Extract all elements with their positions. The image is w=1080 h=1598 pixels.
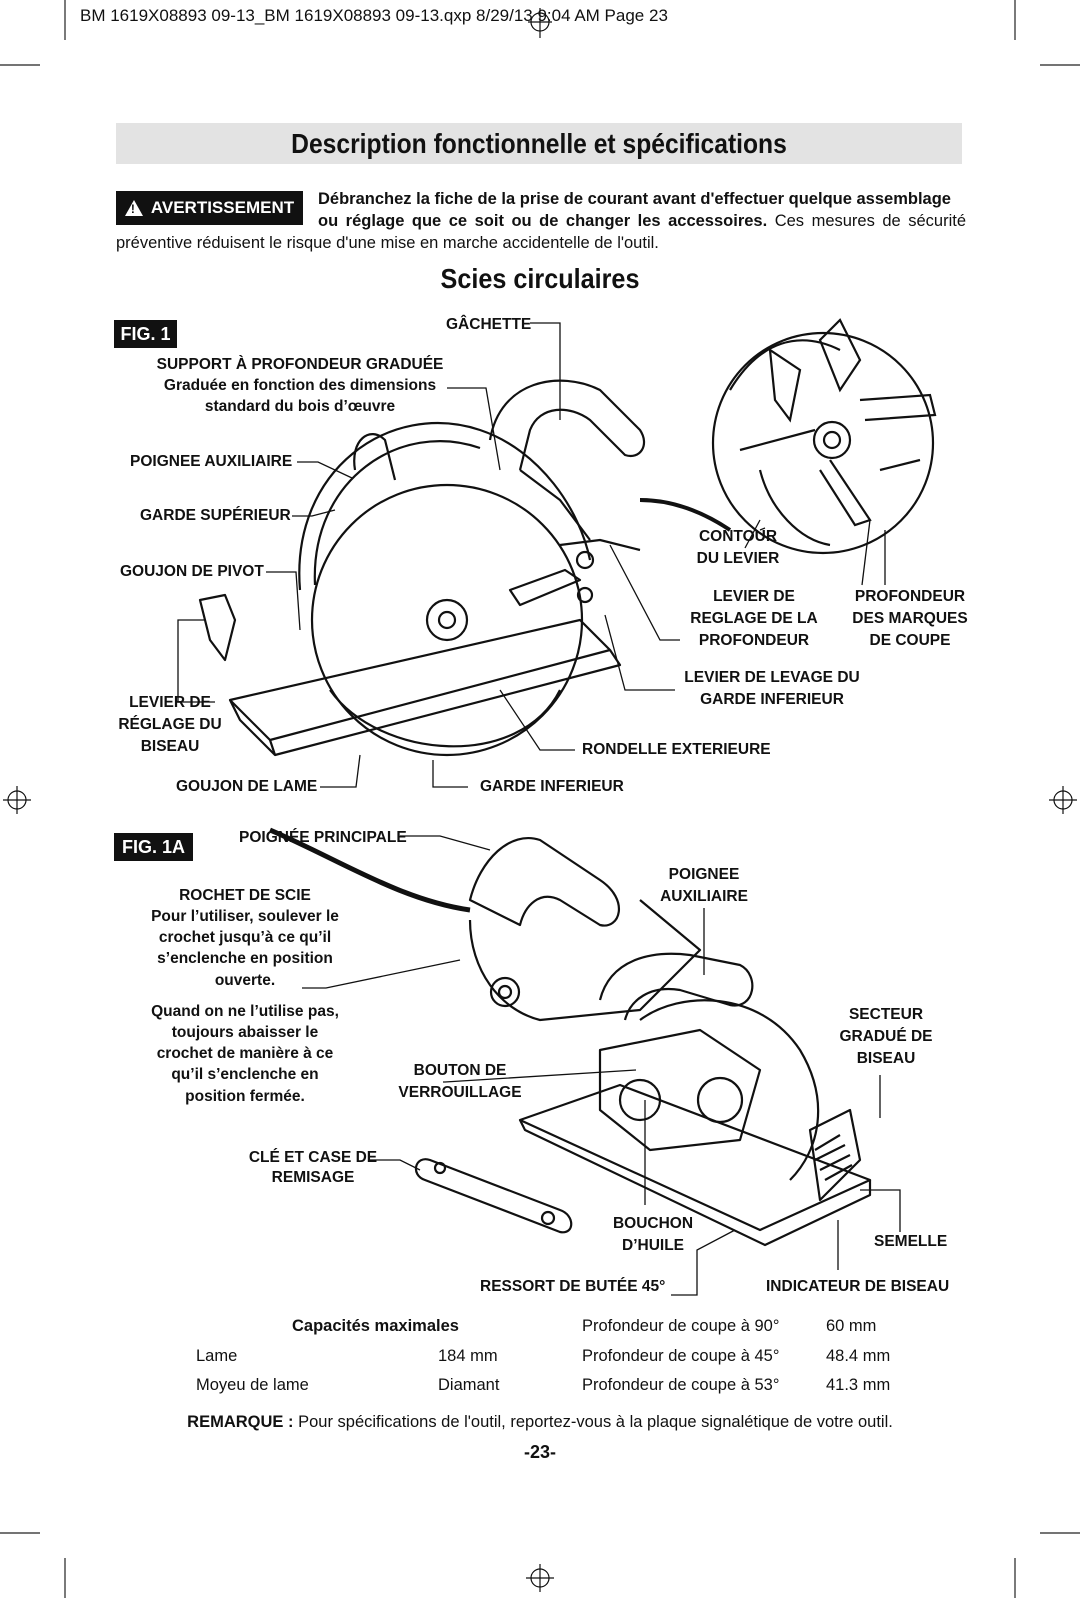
fig1a-tag: FIG. 1A [114,833,193,861]
label-bevel-lever-2: RÉGLAGE DU [118,716,222,733]
remark-label: REMARQUE : [187,1413,294,1431]
title-bar [116,123,962,164]
label-wrench-storage-2: REMISAGE [271,1169,355,1186]
label-when-not-used-5: position fermée. [185,1088,305,1105]
capacity-depth-45-value: 48.4 mm [826,1347,891,1365]
label-lock-button-2: VERROUILLAGE [398,1084,522,1101]
label-bevel-scale-1: SECTEUR [848,1006,924,1023]
label-saw-hook-3: s’enclenche en position [157,950,333,967]
label-pivot-stud: GOUJON DE PIVOT [120,563,264,580]
label-lower-guard: GARDE INFERIEUR [480,778,624,795]
label-45-stop-spring: RESSORT DE BUTÉE 45° [480,1278,666,1295]
warning-badge: AVERTISSEMENT [116,191,303,225]
label-support-depth-3: standard du bois d’œuvre [204,398,396,415]
print-header: BM 1619X08893 09-13_BM 1619X08893 09-13.… [80,6,668,25]
label-bevel-lever-3: BISEAU [140,738,200,755]
label-depth-marks-1: PROFONDEUR [854,588,966,605]
label-oil-plug-1: BOUCHON [612,1215,694,1232]
label-depth-lever-1: LEVIER DE [713,588,795,605]
aux-handle-shape [353,433,397,481]
label-wrench-storage-1: CLÉ ET CASE DE [248,1149,378,1166]
label-depth-marks-2: DES MARQUES [852,610,968,627]
label-lift-lever-2: GARDE INFERIEUR [700,691,844,708]
warning-line-3: préventive réduisent le risque d'une mis… [116,234,659,252]
label-gachette: GÂCHETTE [446,316,532,333]
registration-mark-top [528,8,552,38]
warning-icon [124,200,143,216]
label-bevel-scale-2: GRADUÉ DE [839,1028,933,1045]
label-aux-handle: POIGNEE AUXILIAIRE [130,453,293,470]
capacity-blade-value: 184 mm [438,1347,498,1365]
label-lock-button-1: BOUTON DE [413,1062,507,1079]
detail-inset [711,331,935,555]
remark-text: Pour spécifications de l'outil, reportez… [293,1413,893,1431]
label-support-depth-2: Graduée en fonction des dimensions [163,377,437,394]
bevel-quadrant [808,1108,862,1202]
warning-line-2-bold: ou réglage que ce soit ou de changer les… [318,212,768,230]
capacity-depth-53-value: 41.3 mm [826,1376,891,1394]
label-shoe: SEMELLE [874,1233,948,1250]
capacity-depth-90-value: 60 mm [826,1317,877,1335]
warning-line-2: ou réglage que ce soit ou de changer les… [318,212,966,231]
capacity-arbor-label: Moyeu de lame [196,1376,309,1394]
capacity-depth-45-label: Profondeur de coupe à 45° [582,1347,780,1365]
blade-circle [310,483,584,757]
label-oil-plug-2: D’HUILE [622,1237,684,1254]
warning-line-2-rest: Ces mesures de sécurité [767,212,967,230]
power-cord [269,827,471,913]
label-support-depth: SUPPORT À PROFONDEUR GRADUÉE [156,356,444,373]
upper-guard-1a [639,999,820,1181]
registration-mark-left [3,786,31,814]
label-when-not-used-3: crochet de manière à ce [156,1045,334,1062]
label-saw-hook: ROCHET DE SCIE [179,887,311,904]
warning-line-1: Débranchez la fiche de la prise de coura… [318,190,951,208]
aux-handle-1a [598,952,754,1021]
capacity-arbor-value: Diamant [438,1376,500,1394]
main-handle-shape [488,379,646,471]
label-main-handle: POIGNÉE PRINCIPALE [239,829,407,846]
remark: REMARQUE : Pour spécifications de l'outi… [0,1413,1080,1432]
capacity-depth-53-label: Profondeur de coupe à 53° [582,1376,780,1394]
label-depth-lever-3: PROFONDEUR [698,632,810,649]
label-bevel-lever-1: LEVIER DE [129,694,211,711]
label-aux-handle-1a-1: POIGNEE [668,866,740,883]
label-lever-contour-2: DU LEVIER [696,550,780,567]
capacities-heading: Capacités maximales [292,1317,459,1335]
page-number: -23- [523,1442,556,1462]
label-depth-lever-2: REGLAGE DE LA [690,610,818,627]
label-blade-stud: GOUJON DE LAME [176,778,318,795]
label-bevel-indicator: INDICATEUR DE BISEAU [766,1278,950,1295]
warning-badge-label: AVERTISSEMENT [150,198,295,217]
label-when-not-used-4: qu’il s’enclenche en [171,1066,319,1083]
wrench [414,1158,573,1234]
label-depth-marks-3: DE COUPE [869,632,951,649]
label-saw-hook-4: ouverte. [214,972,276,989]
upper-guard-shape [298,421,592,591]
registration-mark-bottom [526,1564,554,1592]
label-bevel-scale-3: BISEAU [856,1050,916,1067]
label-saw-hook-2: crochet jusqu’à ce qu’il [158,929,332,946]
label-lever-contour-1: CONTOUR [698,528,778,545]
label-when-not-used-2: toujours abaisser le [171,1024,319,1041]
label-saw-hook-1: Pour l’utiliser, soulever le [151,908,339,925]
label-when-not-used-1: Quand on ne l’utilise pas, [151,1003,339,1020]
section-title: Scies circulaires [440,263,640,294]
main-handle-1a [468,837,620,927]
label-upper-guard: GARDE SUPÉRIEUR [140,507,291,524]
fig1-tag: FIG. 1 [114,320,177,348]
label-aux-handle-1a-2: AUXILIAIRE [660,888,748,905]
page-title: Description fonctionnelle et spécificati… [291,128,787,159]
label-lift-lever-1: LEVIER DE LEVAGE DU [684,669,860,686]
capacity-blade-label: Lame [196,1347,238,1365]
capacity-depth-90-label: Profondeur de coupe à 90° [582,1317,780,1335]
label-outer-washer: RONDELLE EXTERIEURE [582,741,771,758]
registration-mark-right [1049,786,1077,814]
